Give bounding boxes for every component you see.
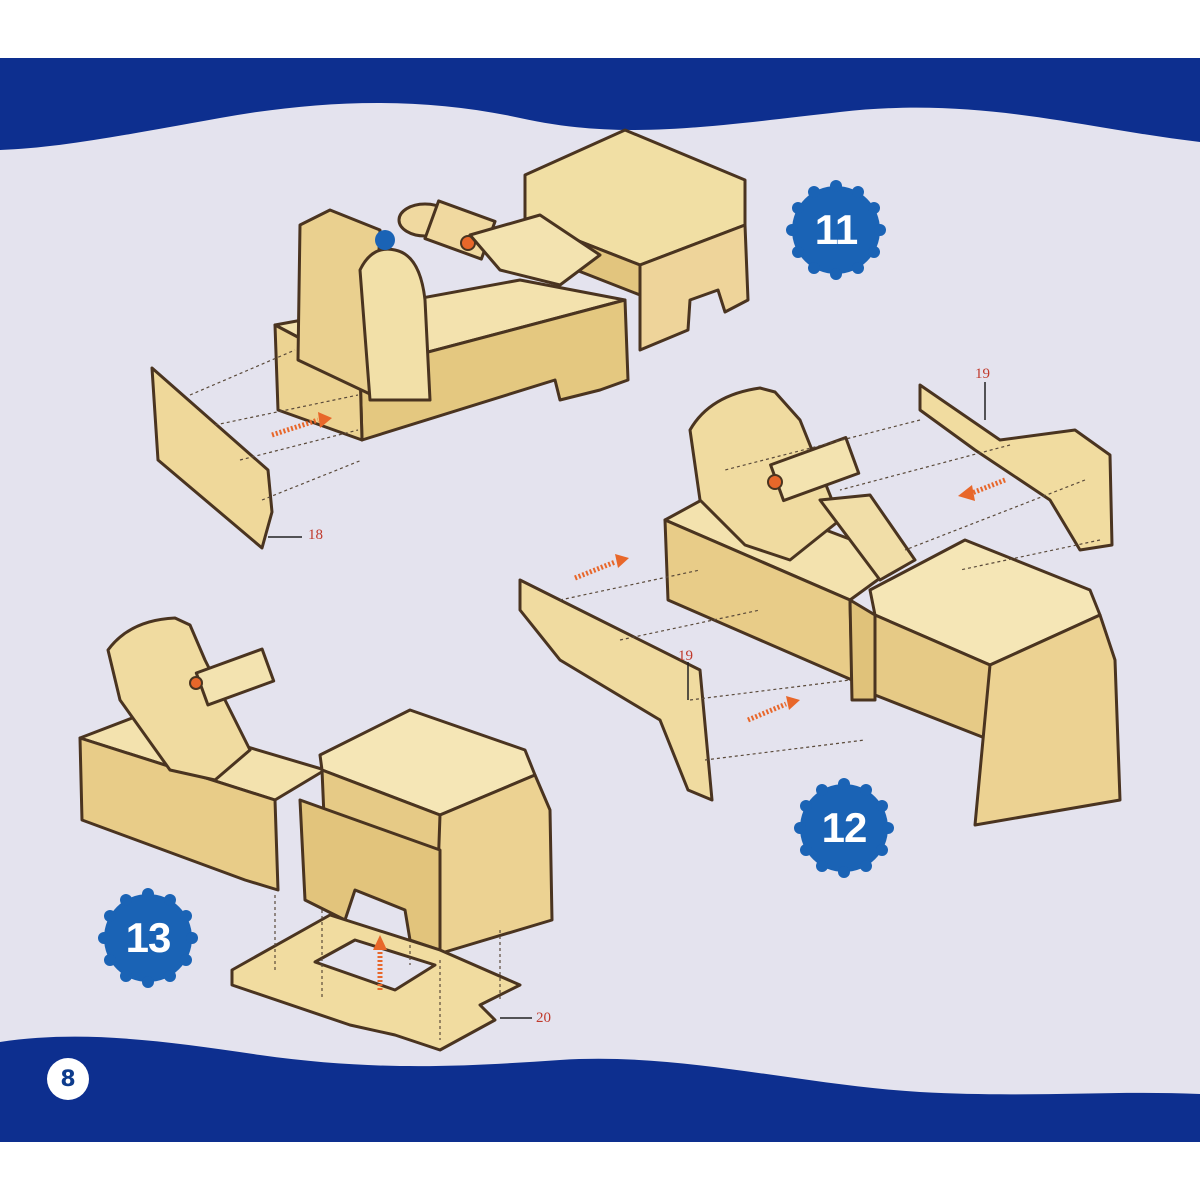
scalloped-badge-icon [98,888,198,988]
part-label-18: 18 [308,527,323,543]
scalloped-badge-icon [786,180,886,280]
step-11-badge: 11 [786,180,886,280]
scalloped-badge-icon [794,778,894,878]
step-12-badge: 12 [794,778,894,878]
part-label-19-front: 19 [678,648,693,664]
part-label-19-rear: 19 [975,366,990,382]
step-number: 13 [125,914,172,961]
part-label-20: 20 [536,1010,551,1026]
step-13-badge: 13 [98,888,198,988]
step-number: 11 [814,206,858,253]
top-wave-band [0,58,1200,150]
page-number: 8 [47,1058,89,1100]
step-number: 12 [821,804,868,851]
bottom-wave-band [0,1036,1200,1142]
